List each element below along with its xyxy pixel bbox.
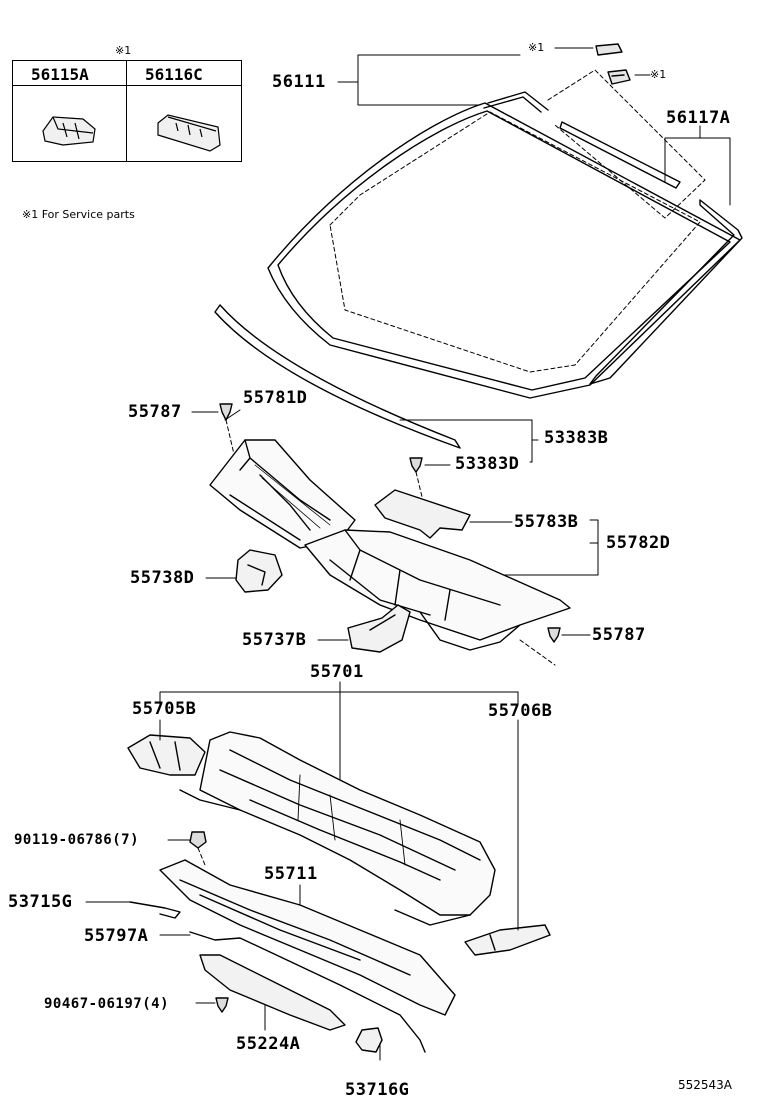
- cable-53715G: [129, 901, 181, 919]
- bracket-55706B: [464, 924, 551, 956]
- label-53716G: 53716G: [345, 1080, 410, 1100]
- clip-55787-lower: [547, 627, 561, 643]
- service-marker-top: ※1: [528, 41, 545, 54]
- clip-55787-upper: [219, 403, 233, 421]
- label-55781D: 55781D: [243, 388, 308, 408]
- bracket-55705B: [127, 734, 206, 776]
- label-55787-upper: 55787: [128, 402, 182, 422]
- service-marker-clip: ※1: [650, 68, 667, 81]
- label-56117A: 56117A: [666, 108, 731, 128]
- windshield-glass: [267, 102, 741, 399]
- leader-lines-middle: [159, 519, 599, 801]
- label-53715G: 53715G: [8, 892, 73, 912]
- label-55787-lower: 55787: [592, 625, 646, 645]
- service-clip-small: [607, 69, 631, 85]
- part-53716G: [355, 1027, 383, 1053]
- label-55797A: 55797A: [84, 926, 149, 946]
- service-clip-top: [595, 43, 623, 56]
- label-55705B: 55705B: [132, 699, 197, 719]
- legend-col1: 56115A: [31, 65, 89, 84]
- dashed-lower: [519, 639, 556, 666]
- wire-55797A: [189, 931, 426, 1053]
- upper-moulding: [483, 91, 549, 113]
- legend-col2: 56116C: [145, 65, 203, 84]
- piece-55783B: [374, 489, 471, 539]
- dash-panel-55701: [179, 731, 496, 926]
- diagram-code: 552543A: [677, 1078, 732, 1092]
- cowl-panel-55711: [159, 859, 456, 1016]
- label-53383D: 53383D: [455, 454, 520, 474]
- legend-table: 56115A 56116C: [12, 60, 242, 162]
- cowl-louver-left: [209, 439, 356, 549]
- dashed-bolt: [197, 847, 206, 866]
- legend-divider: [126, 61, 127, 161]
- label-55706B: 55706B: [488, 701, 553, 721]
- service-note: ※1 For Service parts: [22, 208, 135, 221]
- label-55737B: 55737B: [242, 630, 307, 650]
- label-55224A: 55224A: [236, 1034, 301, 1054]
- label-55738D: 55738D: [130, 568, 195, 588]
- label-55782D: 55782D: [606, 533, 671, 553]
- legend-marker: ※1: [115, 44, 132, 57]
- leader-lines-upper: [191, 47, 731, 466]
- lower-moulding-53383B: [214, 304, 461, 449]
- label-55701: 55701: [310, 662, 364, 682]
- legend-header: [13, 61, 241, 86]
- side-moulding-56117A: [559, 121, 743, 385]
- label-90467: 90467-06197(4): [44, 996, 170, 1012]
- label-90119: 90119-06786(7): [14, 832, 140, 848]
- bracket-55738D: [235, 549, 283, 593]
- clip-90467: [215, 997, 229, 1013]
- label-55783B: 55783B: [514, 512, 579, 532]
- legend-clip-icon-2: [157, 114, 221, 152]
- label-53383B: 53383B: [544, 428, 609, 448]
- label-56111: 56111: [272, 72, 326, 92]
- bolt-90119: [189, 831, 207, 849]
- label-55711: 55711: [264, 864, 318, 884]
- clip-53383D: [409, 457, 423, 473]
- cowl-louver-main: [304, 529, 571, 651]
- bracket-55737B: [347, 604, 411, 653]
- legend-clip-icon-1: [42, 116, 96, 146]
- panel-55224A: [199, 954, 346, 1031]
- dashed-region: [547, 69, 706, 219]
- leader-lines-lower: [85, 719, 519, 1061]
